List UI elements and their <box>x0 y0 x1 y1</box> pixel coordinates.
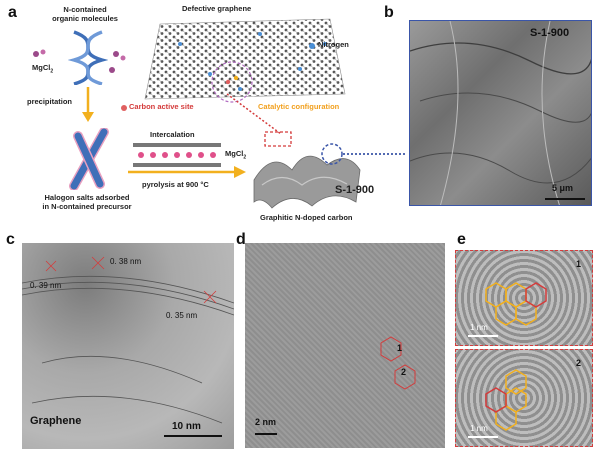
scale-bar-b <box>545 198 585 200</box>
scale-bar-e2 <box>468 436 498 438</box>
sample-label-a: S-1-900 <box>335 184 375 196</box>
tem-image-e1: 1 1 nm <box>455 250 593 346</box>
mgcl2-intercalation-label: MgCl2 <box>225 149 247 161</box>
panel-a-letter: a <box>8 4 17 21</box>
marker-2-e: 2 <box>576 358 582 368</box>
graphene-sheet-folds <box>410 21 591 205</box>
hexagon-cluster-e1 <box>485 282 547 326</box>
d-spacing-2: 0. 39 nm <box>30 281 62 290</box>
molecules-label: N-contained organic molecules <box>52 5 118 23</box>
scale-label-e1: 1 nm <box>470 323 488 332</box>
nitrogen-dot-icon <box>309 43 315 49</box>
hexagon-cluster-e2 <box>485 369 527 431</box>
scale-bar-d <box>255 433 277 435</box>
nitrogen-label: Nitrogen <box>318 40 349 49</box>
tem-image-b: S-1-900 5 μm <box>409 20 592 206</box>
precipitation-label: precipitation <box>27 97 73 106</box>
carbon-dot-icon <box>121 105 127 111</box>
crumpled-carbon-sheet-illustration <box>253 155 361 209</box>
marker-1-d: 1 <box>397 343 403 353</box>
mgcl2-intercal-text: MgCl <box>225 149 244 158</box>
defective-graphene-sheet-illustration <box>144 18 346 103</box>
mgcl2-sub: 2 <box>50 68 54 75</box>
panel-e-letter: e <box>457 231 466 248</box>
pyrolysis-arrow-icon <box>128 166 246 178</box>
precursor-rods-illustration <box>69 128 109 190</box>
scale-label-c: 10 nm <box>172 421 201 432</box>
zoom-connector-red <box>226 93 292 147</box>
pyrolysis-label: pyrolysis at 900 °C <box>142 180 209 189</box>
carbon-site-label: Carbon active site <box>129 102 194 111</box>
scale-bar-c <box>164 435 222 437</box>
d-spacing-1: 0. 38 nm <box>110 257 142 266</box>
lattice-fringes-c <box>22 256 234 424</box>
mgcl2-ions-icon <box>33 49 126 73</box>
tem-image-d: 1 2 2 nm <box>245 243 445 448</box>
scale-label-b: 5 μm <box>552 183 574 193</box>
marker-2-d: 2 <box>401 367 407 377</box>
panel-c-letter: c <box>6 231 15 248</box>
intercalation-label: Intercalation <box>150 130 195 139</box>
intercalation-layers-illustration <box>133 143 221 167</box>
sample-label-b: S-1-900 <box>530 27 570 39</box>
marker-1-e: 1 <box>576 259 582 269</box>
graphene-title: Defective graphene <box>182 4 252 13</box>
scale-label-d: 2 nm <box>255 417 277 427</box>
hexagon-markers-d <box>380 336 416 390</box>
mgcl2-text: MgCl <box>32 63 51 72</box>
graphene-label-c: Graphene <box>30 415 82 427</box>
tem-image-c: 0. 38 nm 0. 39 nm 0. 35 nm Graphene 10 n… <box>22 243 234 449</box>
mgcl2-label: MgCl2 <box>32 63 54 75</box>
tem-image-e2: 2 1 nm <box>455 349 593 447</box>
down-arrow-icon <box>82 87 94 122</box>
scale-label-e2: 1 nm <box>470 424 488 433</box>
precursor-label: Halogon salts adsorbed in N-contained pr… <box>42 193 132 211</box>
zoom-circle-blue <box>321 143 406 165</box>
scale-bar-e1 <box>468 335 498 337</box>
d-spacing-3: 0. 35 nm <box>166 311 198 320</box>
catalytic-label: Catalytic configuration <box>258 102 340 111</box>
panel-d-letter: d <box>236 231 246 248</box>
product-label: Graphitic N-doped carbon <box>260 213 353 222</box>
helix-molecule-illustration <box>68 30 108 85</box>
mgcl2-intercal-sub: 2 <box>243 154 247 161</box>
panel-b-letter: b <box>384 4 394 21</box>
